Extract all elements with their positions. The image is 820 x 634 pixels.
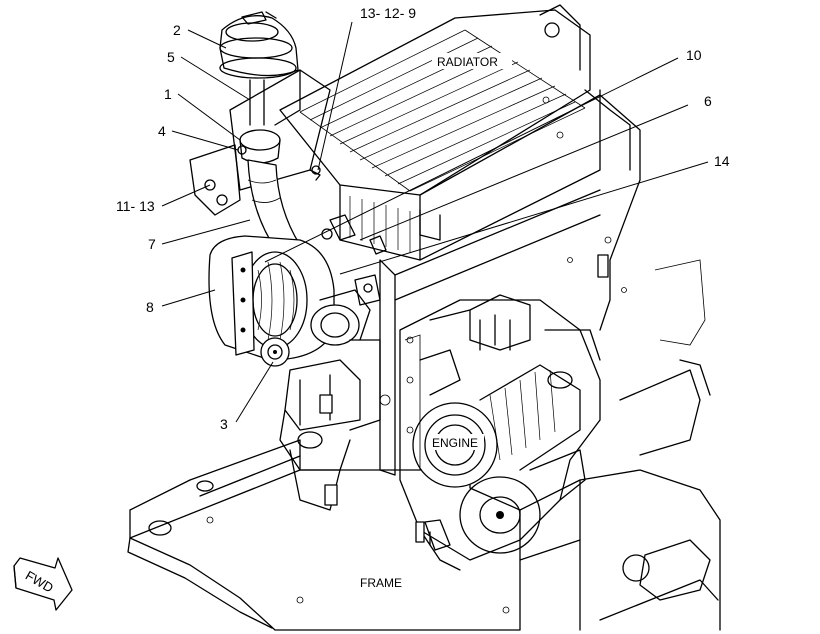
- callout-10: 10: [686, 47, 702, 63]
- frame-drawing: [127, 259, 721, 631]
- callout-6: 6: [704, 93, 712, 109]
- air-cleaner-drawing: [189, 11, 391, 511]
- callout-14: 14: [714, 153, 730, 169]
- frame-caption: FRAME: [360, 576, 402, 590]
- leader-lines: [161, 21, 709, 423]
- callout-2: 2: [173, 22, 181, 38]
- engine-caption: ENGINE: [432, 436, 478, 450]
- radiator-caption: RADIATOR: [437, 55, 498, 69]
- radiator-drawing: [279, 4, 641, 476]
- forward-arrow-icon: FWD: [13, 557, 73, 611]
- callout-labels: 2 5 1 4 11- 13 7 8 3 13- 12- 9 10 6 14: [116, 5, 730, 432]
- callout-7: 7: [148, 236, 156, 252]
- callout-1: 1: [164, 86, 172, 102]
- caption-labels: RADIATOR ENGINE FRAME: [360, 53, 512, 590]
- engine-drawing: [399, 294, 601, 571]
- callout-8: 8: [146, 299, 154, 315]
- callout-4: 4: [158, 123, 166, 139]
- callout-11-13: 11- 13: [116, 198, 155, 214]
- callout-13-12-9: 13- 12- 9: [360, 5, 416, 21]
- callout-5: 5: [167, 49, 175, 65]
- callout-3: 3: [220, 416, 228, 432]
